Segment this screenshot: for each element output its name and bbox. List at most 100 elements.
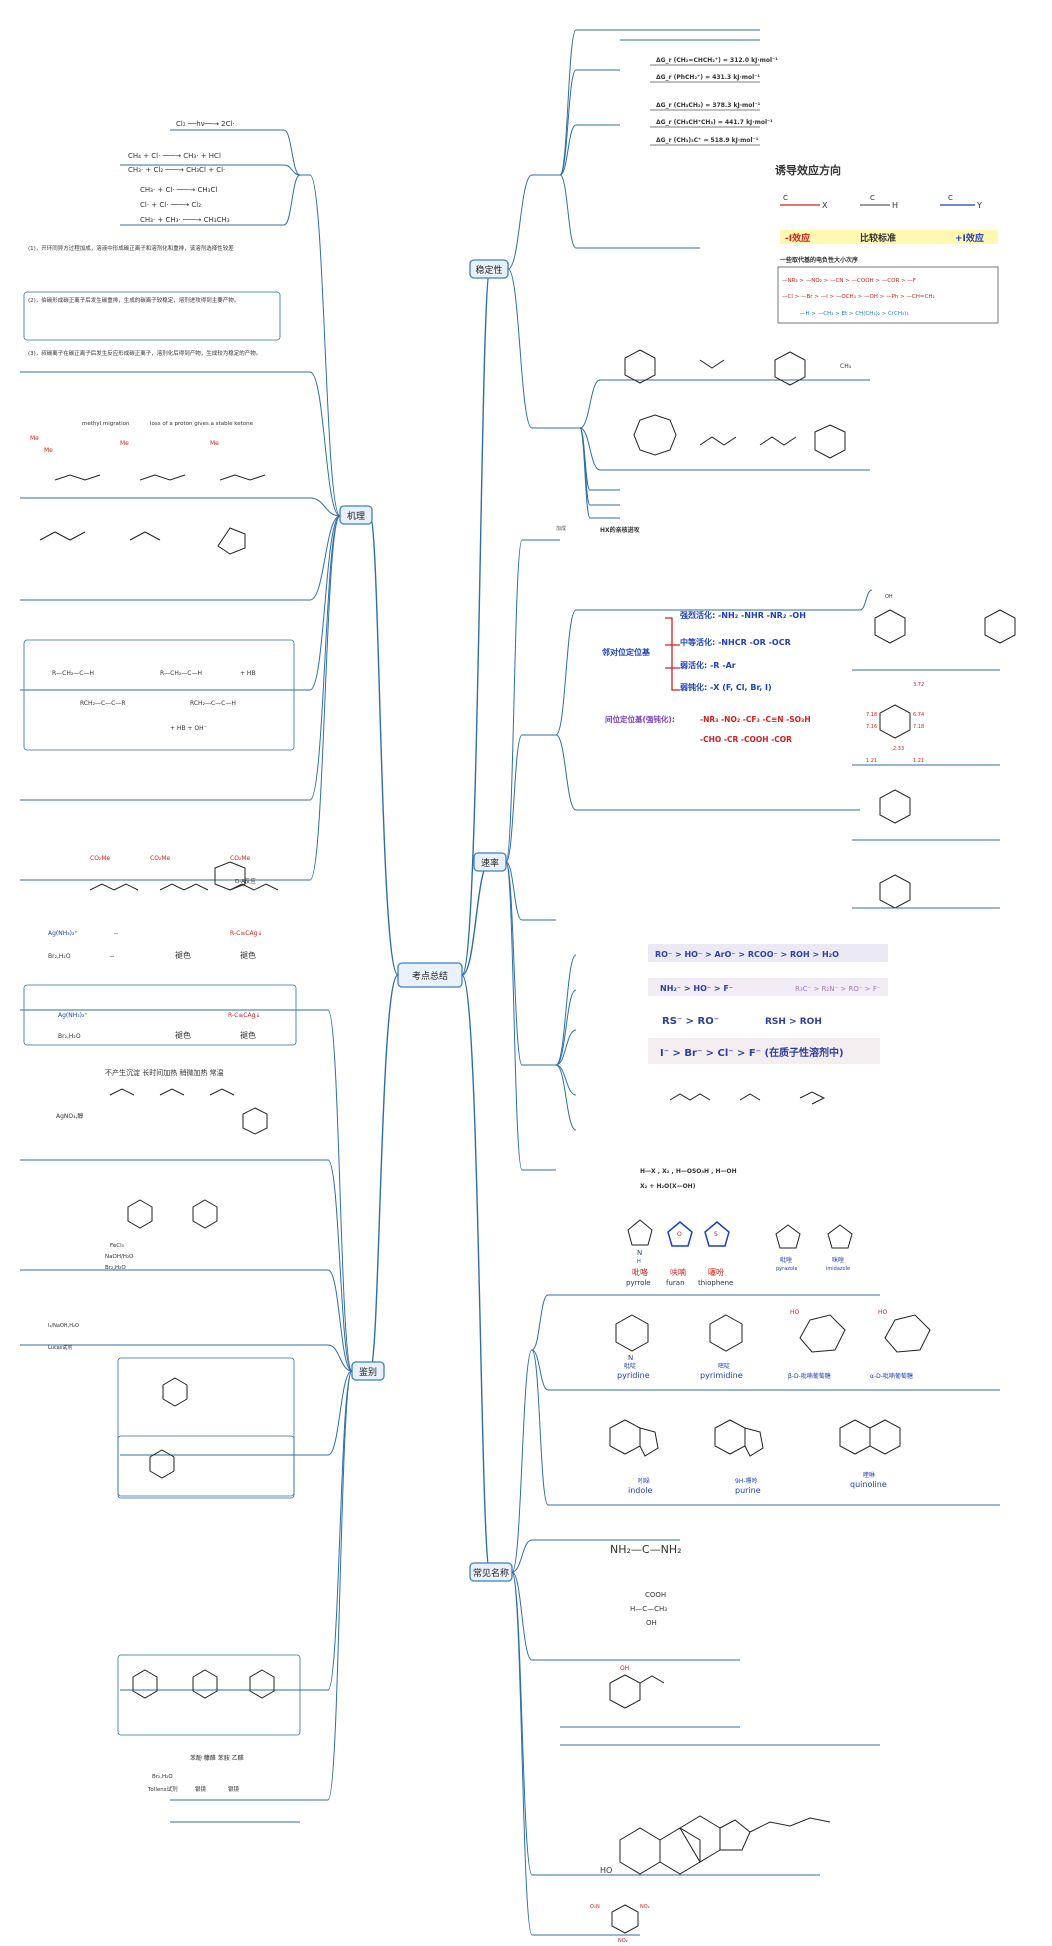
minus-i-label: -I效应 [785,232,810,244]
radical-2: CH₄ + Cl· ───→ CH₃· + HCl [128,152,221,160]
id-naoh: NaOH/H₂O [105,1254,134,1260]
edge-names-4 [511,1571,820,1876]
svg-text:S: S [714,1231,718,1238]
plus-i-label: +I效应 [955,232,984,244]
radical-1: Cl₂ ──hν──→ 2Cl· [176,120,235,128]
edge-nu-1 [555,954,577,1066]
dg-text-5: ΔG_r (CH₃)₃C⁺ = 518.9 kJ·mol⁻¹ [656,137,759,144]
dg-text-3: ΔG_r (CH₃CH₂) = 378.3 kJ·mol⁻¹ [656,102,761,109]
node-common-names-label: 常见名称 [473,1567,509,1579]
edge-mech-2 [20,371,341,517]
id-tail-headers: 苯酚 糠醛 苯胺 乙醛 [190,1754,244,1762]
quinoline-en: quinoline [850,1480,887,1489]
id-lucas: Lucas试剂 [48,1344,72,1351]
svg-text:Me: Me [120,440,129,447]
node-identification-label: 鉴别 [359,1366,377,1378]
order-row-3: —H > —CH₃ > Et > CH(CH₃)₂ > C(CH₃)₃ [800,311,909,317]
id-agppt-1: R-C≡CAg↓ [230,930,262,937]
pyrazole-cn: 吡唑 [780,1256,792,1264]
furan-cn: 呋喃 [670,1267,686,1277]
pyrrole-cn: 吡咯 [632,1267,648,1277]
strong-activation: 强烈活化: -NH₂ -NHR -NR₂ -OH [680,610,806,620]
hx-label: HX的亲核进攻 [600,526,641,534]
id-fade-2: 褪色 [240,950,256,960]
svg-text:Y: Y [976,201,982,210]
furan-en: furan [666,1279,685,1287]
id-aniline [132,1669,158,1699]
edge-nu-2 [555,989,577,1066]
id-table-head: 不产生沉淀 长时间加热 稍微加热 常温 [105,1068,224,1077]
radical-3: CH₃· + Cl₂ ───→ CH₃Cl + Cl· [128,166,225,174]
pyrimidine-cn: 嘧啶 [718,1362,730,1370]
formula-2: X₂ + H₂O(X—OH) [640,1183,696,1190]
radical-5: Cl· + Cl· ───→ Cl₂ [140,201,201,209]
edge-root-stability [461,269,491,976]
edge-stab-a [559,29,620,176]
edge-stab-c [559,124,620,176]
svg-text:X: X [822,201,828,210]
edge-carbo-2 [579,427,870,471]
edge-mech-7 [20,515,341,881]
salicylic-structure: OH [609,1665,665,1709]
meta-directing-label: 间位定位基(强钝化): [605,714,675,724]
directing-block: 强烈活化: -NH₂ -NHR -NR₂ -OH 中等活化: -NHCR -OR… [601,610,811,744]
nu-band-1 [648,944,888,962]
edge-rate-3 [505,861,556,921]
compare-label: 比较标准 [860,232,896,244]
loss-proton: loss of a proton gives a stable ketone [150,421,254,427]
radical-4: CH₃· + Cl· ───→ CH₃Cl [140,186,217,194]
id-agno3: AgNO₃,醇 [56,1112,83,1120]
id-halide-structures [109,1088,268,1135]
id-box-carbonyl [117,1357,295,1499]
order-box [777,266,999,324]
id-benzene-ring [192,1199,218,1229]
svg-text:Me: Me [210,440,219,447]
nmr-6: 2.33 [893,746,904,752]
quinoline-cn: 喹啉 [863,1471,875,1479]
steroid-structure [619,1815,831,1875]
edge-id-1 [20,1009,353,1372]
meta-row-2: -CHO -CR -COOH -COR [700,735,792,744]
nu-row-1: RO⁻ > HO⁻ > ArO⁻ > RCOO⁻ > ROH > H₂O [655,950,839,959]
dg-text-2: ΔG_r (PhCH₂⁺) = 431.3 kJ·mol⁻¹ [656,74,760,81]
pyrimidine-en: pyrimidine [700,1371,743,1380]
pyrazole-en: pyrazole [776,1266,797,1272]
svg-text:O₂N: O₂N [590,1904,600,1910]
node-mechanism[interactable] [339,505,373,525]
indole-en: indole [628,1486,652,1495]
id-box-amine [117,1654,301,1736]
meta-row-1: -NR₃ -NO₂ -CF₃ -C≡N -SO₃H [700,715,811,724]
id-phenol-ring [127,1199,153,1229]
edge-nu-4 [555,1064,577,1096]
mech-box-2 [23,291,281,341]
edge-mech-4 [20,515,341,601]
svg-text:Me: Me [30,435,39,442]
id-tollens: Tollens试剂 [147,1785,178,1793]
svg-text:O: O [677,1231,682,1238]
steroid-oh: HO [600,1866,612,1875]
svg-text:C: C [948,194,953,202]
edge-stab-d [559,174,700,249]
edge-rate-4 [505,861,556,1066]
pyridine-cn: 吡啶 [624,1362,636,1370]
nmr-5: 7.18 [866,712,877,718]
id-agnh3-1: Ag(NH₃)₂⁺ [48,930,78,937]
edge-rate-2 [505,734,556,863]
imidazole-en: imidazole [826,1266,850,1272]
id-alkyne-structures [89,883,279,891]
mech-text-3: (3)，叔碳离子在碳正离子后发生反应形成碳正离子，溶剂化后得到产物，生成较为稳定… [28,349,261,357]
svg-text:HO: HO [878,1309,888,1316]
nmr-8: 1.21 [913,758,924,764]
nu-row-2b: R₃C⁻ > R₂N⁻ > RO⁻ > F⁻ [795,985,881,993]
edge-stab-b [559,69,620,176]
id-i2naoh: I₂/NaOH,H₂O [48,1323,79,1329]
nmr-3: 7.18 [913,724,924,730]
dg-text-4: ΔG_r (CH₃CH⁺CH₃) = 441.7 kJ·mol⁻¹ [656,119,773,126]
edge-hetero-1 [531,1294,880,1351]
svg-text:Me: Me [44,447,53,454]
svg-text:C: C [870,194,875,202]
order-title: 一些取代基的电负性大小次序 [780,256,858,264]
aldol-structures: R—CH₂—C—H R—CH₂—C—H + HB RCH₂—C—C—R RCH₂… [52,670,256,732]
edge-names-3 [511,1571,740,1661]
indole-cn: 吲哚 [638,1477,650,1485]
